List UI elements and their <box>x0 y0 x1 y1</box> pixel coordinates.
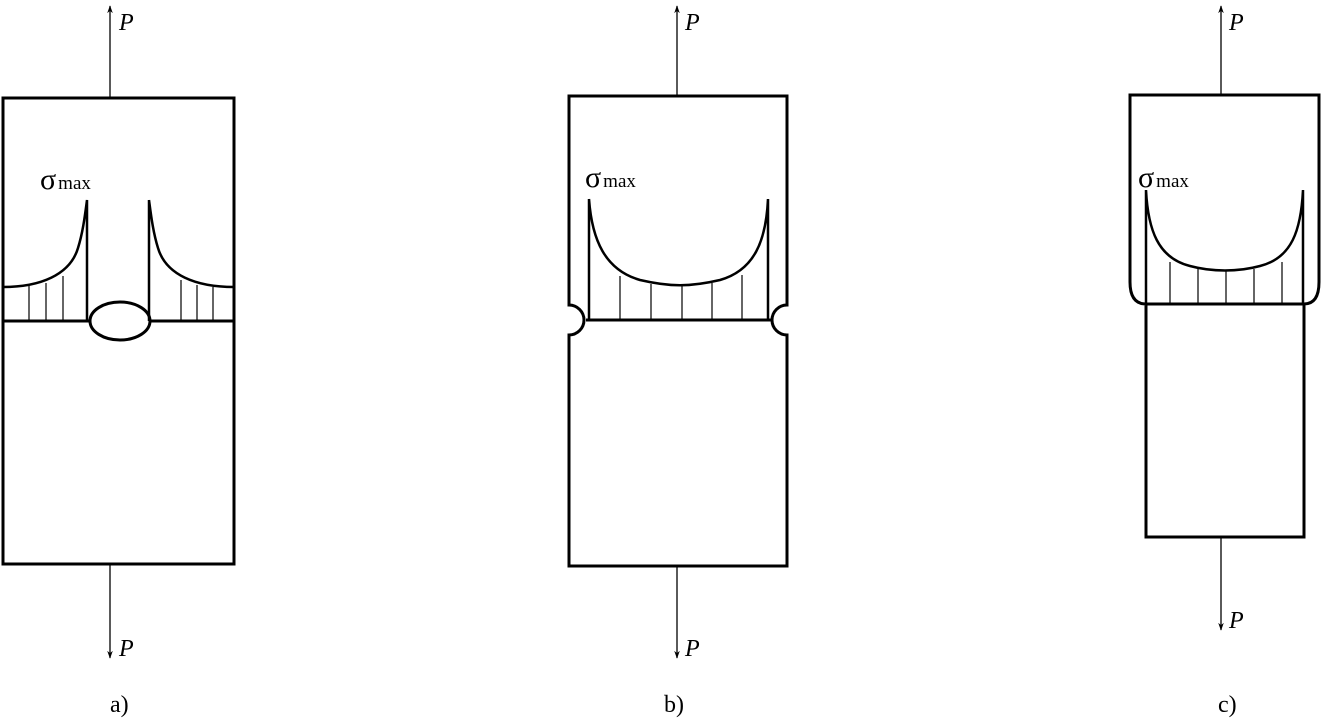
stress-curve-right <box>147 199 235 321</box>
stress-hatching <box>1169 262 1283 304</box>
stress-hatching <box>619 275 743 320</box>
stress-curve <box>1144 189 1305 304</box>
plate <box>567 94 789 568</box>
stress-hatching <box>28 276 214 321</box>
plate <box>1128 93 1321 539</box>
bottom-load-label: P <box>684 636 700 662</box>
stress-curve-left <box>2 199 89 321</box>
plate <box>1 96 236 566</box>
figure-caption-b: b) <box>664 692 684 718</box>
top-load-label: P <box>684 10 700 36</box>
figure-caption-a: a) <box>110 692 129 718</box>
bottom-load-label: P <box>118 636 134 662</box>
stress-curve <box>587 198 770 320</box>
bottom-load-label: P <box>1228 608 1244 634</box>
figure-caption-c: c) <box>1218 692 1237 718</box>
top-load-label: P <box>1228 10 1244 36</box>
central-hole <box>88 300 152 342</box>
top-load-label: P <box>118 10 134 36</box>
